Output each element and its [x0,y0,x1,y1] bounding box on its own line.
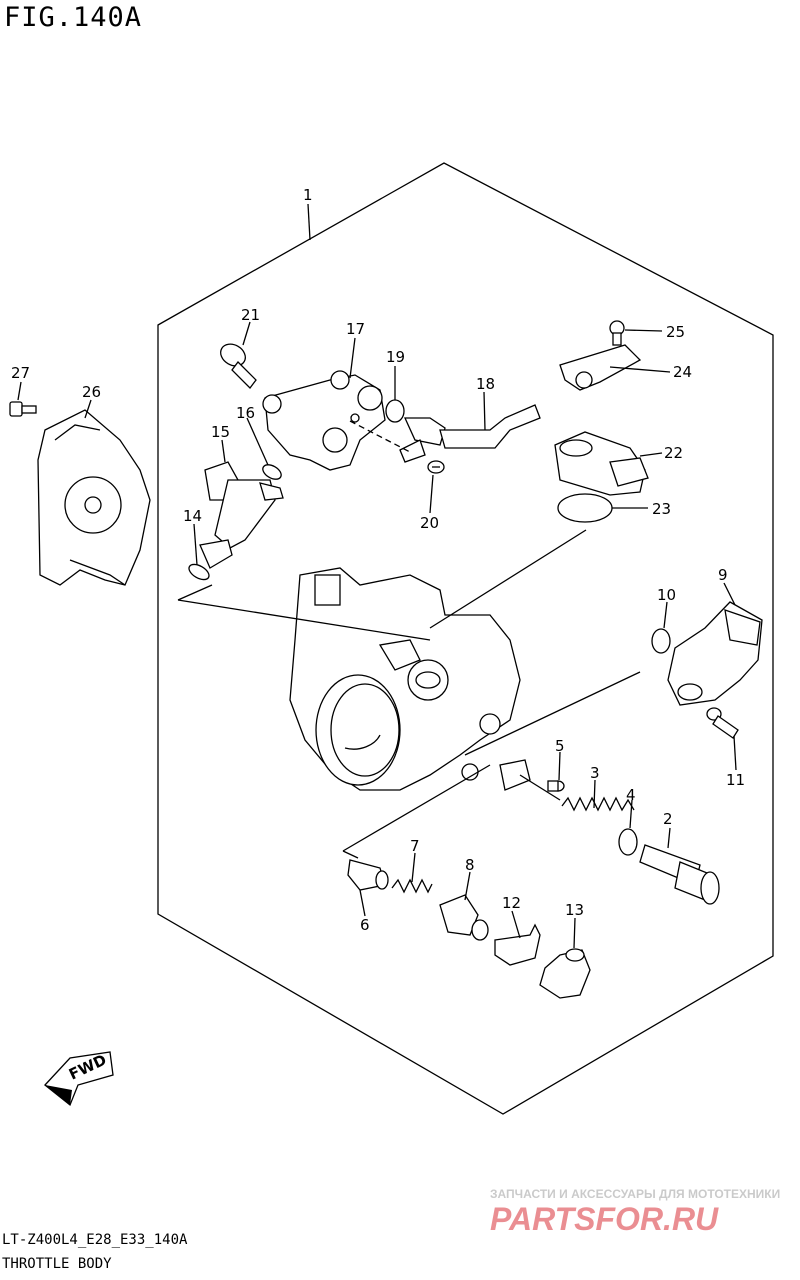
callout-20: 20 [420,514,439,532]
leader-9 [723,582,736,606]
part-15-injector [204,461,284,549]
part-19-o-ring [385,399,405,423]
part-17-fuel-pipe [262,370,386,471]
guide-line-injector [177,599,431,641]
callout-15: 15 [211,423,230,441]
part-4-o-ring [618,828,638,856]
callout-13: 13 [565,901,584,919]
callout-6: 6 [360,916,370,934]
leader-11 [733,735,737,771]
figure-section-name: THROTTLE BODY [2,1256,112,1272]
leader-20 [429,474,434,514]
fwd-arrow-icon [44,1051,114,1107]
part-8-valve [439,894,489,941]
part-9-tp-sensor [667,601,763,706]
callout-3: 3 [590,764,600,782]
part-6-piston [347,859,389,891]
assembly-boundary [157,162,774,1115]
leader-17 [349,337,356,379]
leader-10 [663,601,668,629]
callout-14: 14 [183,507,202,525]
watermark-tagline: ЗАПЧАСТИ И АКСЕССУАРЫ ДЛЯ МОТОТЕХНИКИ [490,1187,780,1201]
leader-3 [593,779,596,809]
leader-26 [84,399,92,419]
callout-18: 18 [476,375,495,393]
callout-10: 10 [657,586,676,604]
guide-line-idle [519,774,561,801]
watermark: ЗАПЧАСТИ И АКСЕССУАРЫ ДЛЯ МОТОТЕХНИКИ PA… [490,1187,780,1237]
part-10-o-ring [651,628,671,654]
leader-25 [624,329,663,332]
leader-16 [246,417,269,466]
part-11-screw [706,707,739,739]
figure-model-code: LT-Z400L4_E28_E33_140A [2,1232,188,1248]
part-14-o-ring [188,539,233,581]
part-23-o-ring [557,493,613,523]
part-20-screw [427,460,445,474]
leader-14 [193,523,198,566]
guide-line-bypass [342,764,491,852]
part-22-sensor [554,431,649,496]
figure-title: FIG.140A [4,2,143,33]
callout-24: 24 [673,363,692,381]
callout-1: 1 [303,186,313,204]
leader-8 [464,871,471,901]
leader-4 [629,799,633,829]
part-5-screw [547,780,565,792]
part-3-spring [561,796,635,812]
leader-13 [573,917,576,949]
part-2-idle-screw [639,844,720,905]
leader-12 [511,910,521,939]
callout-labels: 1 2 3 4 5 6 7 8 9 10 11 12 13 14 15 16 1… [11,186,745,934]
callout-12: 12 [502,894,521,912]
watermark-logo: PARTSFOR.RU [490,1201,719,1237]
callout-8: 8 [465,856,475,874]
guide-line-sensor [429,529,587,629]
callout-17: 17 [346,320,365,338]
callout-23: 23 [652,500,671,518]
guide-line-injector-b [177,584,213,601]
leader-27 [17,381,22,401]
callout-5: 5 [555,737,565,755]
leader-24 [609,366,671,373]
guide-line-dashed [349,420,411,453]
callout-27: 27 [11,364,30,382]
leader-2 [667,827,671,849]
leader-15 [221,439,226,463]
part-13-elbow [539,948,591,999]
part-18-hose-fitting [399,404,541,463]
leader-1 [307,203,311,241]
part-27-screw [9,401,37,417]
part-21-bolt [220,343,257,389]
guide-line-tps [464,671,641,756]
leader-5 [558,751,561,781]
callout-7: 7 [410,837,420,855]
part-24-bracket [559,344,642,391]
leader-21 [242,321,251,346]
part-16-o-ring [262,464,282,480]
leader-22 [639,452,663,457]
callout-2: 2 [663,810,673,828]
callout-25: 25 [666,323,685,341]
callout-4: 4 [626,786,636,804]
part-12-hose [494,923,541,966]
leader-18 [483,391,486,431]
part-26-cover [37,409,151,586]
leader-6 [359,889,366,917]
callout-26: 26 [82,383,101,401]
guide-line-bypass-b [342,850,359,859]
callout-21: 21 [241,306,260,324]
callout-19: 19 [386,348,405,366]
callout-11: 11 [726,771,745,789]
callout-16: 16 [236,404,255,422]
callout-9: 9 [718,566,728,584]
callout-22: 22 [664,444,683,462]
part-25-screw [609,320,625,346]
part-7-spring [391,878,433,894]
leader-7 [411,852,416,883]
throttle-body [289,567,531,791]
